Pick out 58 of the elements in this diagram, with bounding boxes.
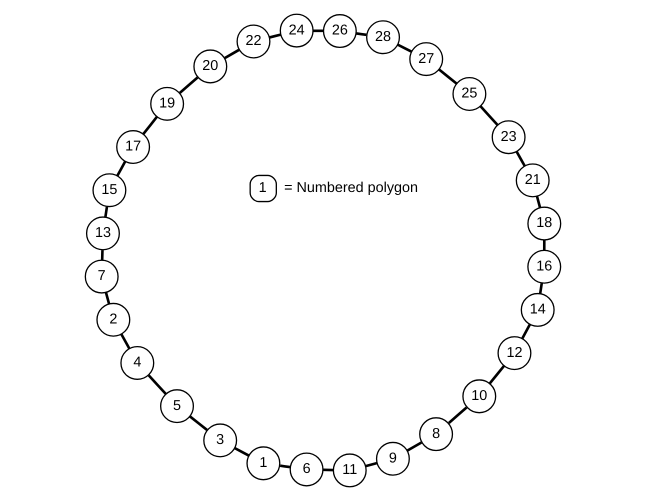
node-circle: 2 [96,302,130,336]
connector [515,150,526,166]
node-circle: 6 [289,452,324,486]
connector [142,116,158,134]
node-circle: 14 [520,292,554,326]
node-circle: 24 [279,13,314,48]
node-circle: 26 [322,14,356,48]
connector [356,32,366,36]
node-circle: 4 [120,345,154,380]
node-circle: 7 [84,259,118,294]
node-circle: 10 [462,378,496,413]
node-circle: 21 [515,162,550,197]
connector [322,468,333,471]
node-circle: 1 [246,446,280,480]
connector [120,333,130,348]
legend-label: = Numbered polygon [284,180,418,196]
node-circle: 16 [526,249,561,284]
label: 1 [258,180,266,196]
node-circle: 19 [150,86,184,120]
node-circle: 12 [496,336,531,370]
node-circle: 23 [491,120,526,154]
connector [542,240,546,250]
connector [535,196,541,208]
connector [538,282,543,294]
connector [406,440,422,452]
connector [104,206,108,217]
node-circle: 22 [236,24,270,58]
node-circle: 8 [418,416,453,451]
node-circle: 5 [160,388,194,423]
node-circle: 3 [202,422,237,457]
connector [188,415,208,430]
connector [448,406,467,424]
node-circle: 25 [452,76,486,110]
connector [147,374,166,394]
connector [364,461,377,467]
connector [312,28,323,32]
node-circle: 27 [408,42,443,76]
connector [116,160,126,176]
connector [104,292,110,304]
node-circle: 13 [85,216,120,250]
connector [234,446,249,456]
node-circle: 28 [366,20,400,54]
connector [479,104,498,126]
node-circle: 11 [332,452,366,487]
node-circle: 15 [92,172,126,207]
connector [520,323,530,339]
connector [268,32,281,38]
connector [438,68,457,84]
connector [224,48,240,59]
connector [100,250,104,260]
connector [279,464,290,468]
connector [488,364,505,384]
connector [178,76,198,94]
node-circle: 17 [116,130,150,164]
node-circle: 9 [375,441,410,476]
node-circle: 18 [526,206,561,240]
node-circle: 20 [192,48,227,83]
connector [396,42,412,52]
